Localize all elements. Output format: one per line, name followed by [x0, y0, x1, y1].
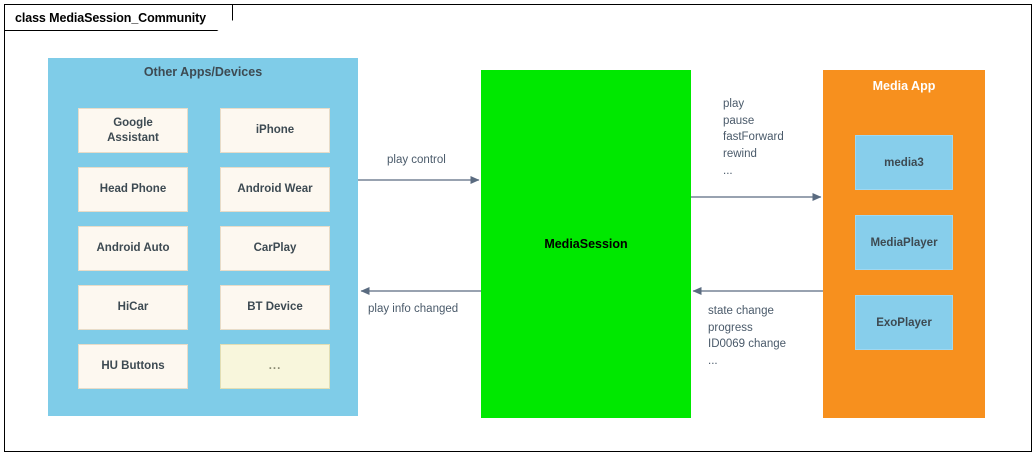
arrow-label-play-info-changed: play info changed: [368, 303, 459, 315]
group-media-app: Media App media3 MediaPlayer ExoPlayer: [823, 70, 985, 418]
group-media-session-title: MediaSession: [544, 237, 628, 251]
device-box-bt-device[interactable]: BT Device: [220, 285, 330, 330]
device-box-more[interactable]: ...: [220, 344, 330, 389]
group-media-session: MediaSession: [481, 70, 691, 418]
device-box-android-auto[interactable]: Android Auto: [78, 226, 188, 271]
device-box-iphone[interactable]: iPhone: [220, 108, 330, 153]
group-other-apps-devices-title: Other Apps/Devices: [143, 65, 263, 79]
device-box-google-assistant[interactable]: Google Assistant: [78, 108, 188, 153]
device-box-hu-buttons[interactable]: HU Buttons: [78, 344, 188, 389]
arrow-label-player-events: state change progress ID0069 change ...: [708, 305, 787, 368]
device-grid: Google Assistant iPhone Head Phone Andro…: [78, 108, 330, 389]
device-box-head-phone[interactable]: Head Phone: [78, 167, 188, 212]
diagram-title-tab: class MediaSession_Community: [5, 5, 233, 31]
group-other-apps-devices: Other Apps/Devices Google Assistant iPho…: [48, 58, 358, 416]
device-box-carplay[interactable]: CarPlay: [220, 226, 330, 271]
diagram-title-text: class MediaSession_Community: [15, 10, 207, 25]
device-box-android-wear[interactable]: Android Wear: [220, 167, 330, 212]
player-box-mediaplayer[interactable]: MediaPlayer: [855, 215, 953, 270]
group-media-app-title: Media App: [872, 79, 936, 93]
player-box-exoplayer[interactable]: ExoPlayer: [855, 295, 953, 350]
player-list: media3 MediaPlayer ExoPlayer: [855, 135, 953, 350]
player-box-media3[interactable]: media3: [855, 135, 953, 190]
arrow-label-media-commands: play pause fastForward rewind ...: [723, 98, 784, 177]
device-box-hicar[interactable]: HiCar: [78, 285, 188, 330]
arrow-label-play-control: play control: [387, 154, 446, 166]
